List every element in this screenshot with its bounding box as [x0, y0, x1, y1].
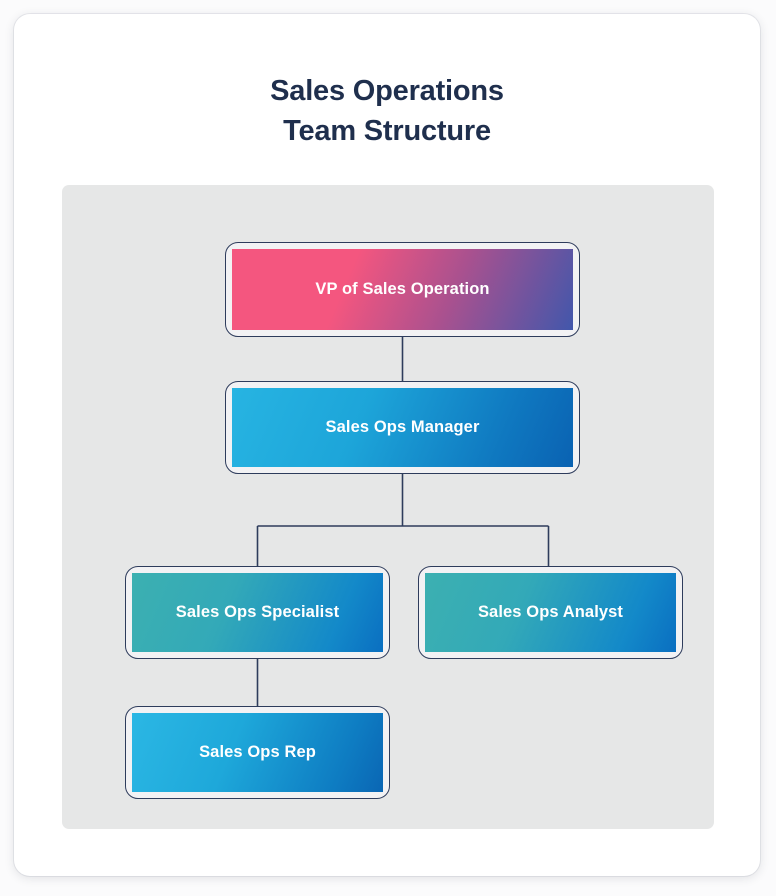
- node-label: Sales Ops Analyst: [477, 603, 624, 621]
- node-vp-of-sales-operation[interactable]: VP of Sales Operation: [225, 242, 580, 337]
- node-label: Sales Ops Manager: [325, 418, 480, 436]
- node-fill: Sales Ops Rep: [132, 713, 383, 792]
- page-title-line-1: Sales Operations: [270, 75, 504, 107]
- node-sales-ops-specialist[interactable]: Sales Ops Specialist: [125, 566, 390, 659]
- node-sales-ops-rep[interactable]: Sales Ops Rep: [125, 706, 390, 799]
- page-title-line-2: Team Structure: [283, 115, 491, 147]
- org-chart-panel: VP of Sales Operation Sales Ops Manager …: [62, 185, 714, 829]
- node-fill: VP of Sales Operation: [232, 249, 573, 330]
- node-label: Sales Ops Specialist: [175, 603, 340, 621]
- node-sales-ops-manager[interactable]: Sales Ops Manager: [225, 381, 580, 474]
- diagram-card: Sales Operations Team Structure: [14, 14, 760, 876]
- node-label: Sales Ops Rep: [199, 743, 316, 761]
- node-label: VP of Sales Operation: [315, 280, 490, 298]
- node-fill: Sales Ops Specialist: [132, 573, 383, 652]
- node-fill: Sales Ops Analyst: [425, 573, 676, 652]
- node-fill: Sales Ops Manager: [232, 388, 573, 467]
- page-title: Sales Operations Team Structure: [14, 71, 760, 151]
- node-sales-ops-analyst[interactable]: Sales Ops Analyst: [418, 566, 683, 659]
